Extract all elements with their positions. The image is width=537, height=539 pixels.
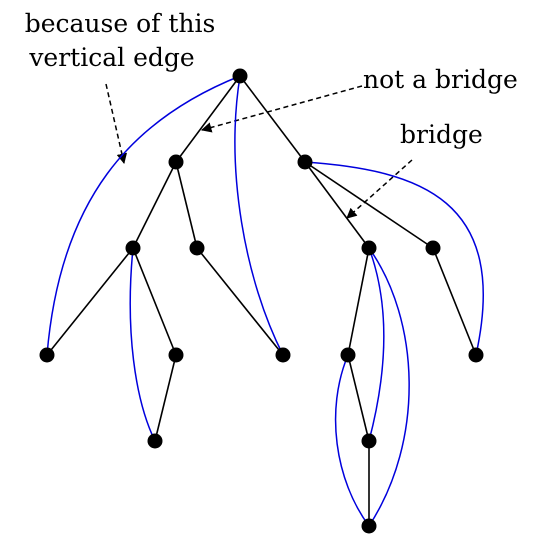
back-edge (334, 354, 370, 527)
tree-edge (175, 75, 241, 163)
tree-edge (154, 354, 177, 442)
graph-node (425, 240, 441, 256)
graph-node (168, 154, 184, 170)
graph-node (340, 347, 356, 363)
tree-edge (132, 161, 177, 249)
back-edge (368, 247, 410, 527)
back-edge (46, 75, 241, 356)
graph-node (297, 154, 313, 170)
graph-node (147, 433, 163, 449)
tree-edge (304, 161, 434, 249)
graph-node (125, 240, 141, 256)
tree-edge (347, 354, 370, 442)
graph-node (189, 240, 205, 256)
tree-edge (132, 247, 177, 356)
pointer-arrow-bridge (346, 159, 413, 219)
graph-node (361, 433, 377, 449)
back-edge (234, 75, 284, 356)
tree-edge (239, 75, 306, 163)
tree-edge (46, 247, 134, 356)
tree-edge (347, 247, 370, 356)
graph-node (39, 347, 55, 363)
pointer-arrow-not-a-bridge (200, 85, 363, 133)
graph-node (361, 240, 377, 256)
annotation-vertical-edge-line1: because of this (25, 9, 216, 38)
back-edge (368, 247, 385, 442)
graph-node (275, 347, 291, 363)
pointer-arrow-vertical-edge (105, 83, 128, 165)
graph-node (232, 68, 248, 84)
tree-edge (196, 247, 284, 356)
back-edge (304, 161, 485, 356)
graph-node (361, 518, 377, 534)
graph-node (468, 347, 484, 363)
tree-edge (432, 247, 477, 356)
graph-node (168, 347, 184, 363)
tree-edge (304, 161, 370, 249)
back-edge (129, 247, 156, 442)
annotation-vertical-edge-line2: vertical edge (28, 43, 194, 72)
tree-edge (175, 161, 198, 249)
annotation-bridge: bridge (400, 120, 483, 149)
annotation-not-a-bridge: not a bridge (363, 65, 518, 94)
